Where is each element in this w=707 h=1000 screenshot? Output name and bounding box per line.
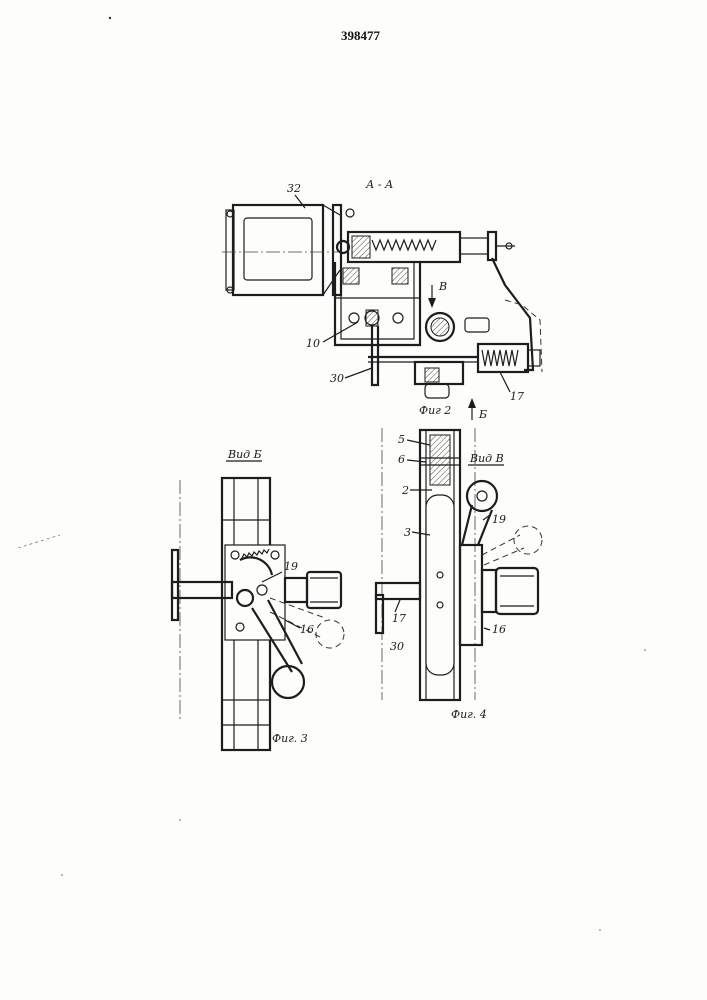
roller-cap: [465, 318, 489, 332]
nut-block: [343, 268, 359, 284]
part-label-19: 19: [284, 560, 298, 573]
cylinder-hatch: [352, 236, 370, 258]
stop-plate: [172, 550, 178, 620]
clamp-block: [366, 310, 378, 326]
plate-30: [376, 595, 383, 633]
leader-17: [500, 372, 510, 392]
leader-16: [484, 628, 490, 630]
part-label-30: 30: [390, 640, 404, 653]
part-label-19: 19: [492, 513, 506, 526]
handle-ball-alt: [316, 620, 344, 648]
spring-housing: [478, 344, 528, 372]
arrow-b2-head: [468, 398, 476, 408]
handle-ball: [467, 481, 497, 511]
figure-caption-3: Фиг. 3: [272, 732, 308, 745]
part-label-30: 30: [330, 372, 344, 385]
part-label-2: 2: [401, 484, 409, 497]
part-label-16: 16: [300, 623, 314, 636]
spring: [372, 240, 436, 250]
section-label: А - А: [365, 178, 393, 191]
pin: [349, 313, 359, 323]
roller-core: [431, 318, 449, 336]
motor-window: [244, 218, 312, 280]
leader-30: [345, 368, 372, 378]
figure-2: 32 А - А 10 30 17 В Б Фиг 2: [222, 178, 542, 421]
arrow-b-head: [428, 298, 436, 308]
part-label-17: 17: [392, 612, 406, 625]
patent-number: 398477: [341, 28, 381, 43]
nut-block: [392, 268, 408, 284]
handle-ball: [272, 666, 304, 698]
blade: [372, 326, 378, 385]
handle-alt: [484, 548, 524, 565]
scan-artifacts: [18, 17, 646, 931]
part-label-3: 3: [404, 526, 411, 539]
rod: [460, 238, 488, 254]
figure-3: Вид Б 19: [172, 448, 344, 750]
handle-ball-alt: [514, 526, 542, 554]
part-label-6: 6: [398, 453, 405, 466]
view-label-v: Вид В: [469, 452, 504, 465]
figure-caption-2: Фиг 2: [419, 404, 451, 417]
bracket-line: [323, 270, 340, 295]
arrow-b-label: В: [438, 280, 447, 293]
handle-ball-core: [477, 491, 487, 501]
foot: [425, 384, 449, 398]
pin: [393, 313, 403, 323]
rod-3: [426, 495, 454, 675]
rod-end: [488, 232, 496, 260]
knob: [496, 568, 538, 614]
part-label-17: 17: [510, 390, 524, 403]
figure-4: Вид В: [376, 428, 542, 721]
collar: [285, 578, 307, 602]
leader-17: [395, 600, 400, 612]
side-block: [460, 545, 482, 645]
part-label-5: 5: [398, 433, 405, 446]
lower-block-hatch: [425, 368, 439, 382]
part-label-16: 16: [492, 623, 506, 636]
leader-16: [285, 620, 300, 628]
spring-17: [482, 350, 518, 366]
core-5: [430, 435, 450, 485]
bolt: [346, 209, 354, 217]
figure-caption-4: Фиг. 4: [451, 708, 487, 721]
arrow-b2-label: Б: [478, 408, 487, 421]
view-label-b: Вид Б: [227, 448, 262, 461]
part-label-10: 10: [306, 337, 320, 350]
part-label-32: 32: [287, 182, 301, 195]
bracket-line: [323, 205, 340, 215]
handle-edge: [462, 505, 472, 545]
end-cap: [528, 350, 540, 366]
leader-6: [407, 460, 426, 462]
side-collar: [482, 570, 496, 612]
